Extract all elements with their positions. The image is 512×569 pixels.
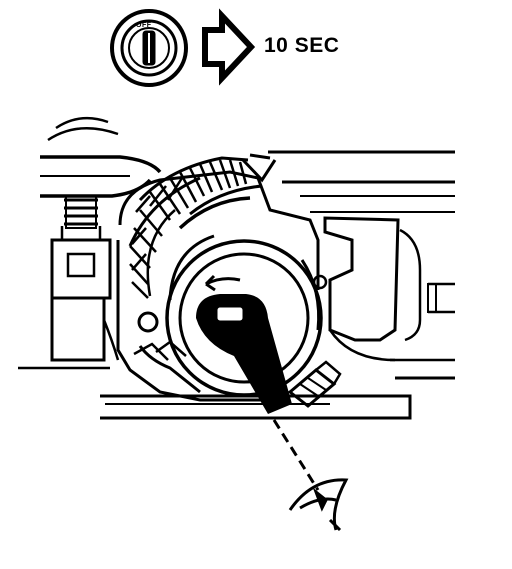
right-arrow-icon <box>202 8 256 86</box>
hatch-pattern <box>129 159 248 299</box>
ignition-key-label: OFF <box>136 22 152 29</box>
eye-icon <box>288 478 349 532</box>
ignition-key-switch-icon <box>110 9 188 87</box>
release-lever <box>196 294 292 414</box>
duration-label: 10 SEC <box>264 34 340 57</box>
steering-column-assembly <box>18 116 455 420</box>
lock-cylinder <box>133 234 342 408</box>
sight-line <box>272 419 320 491</box>
